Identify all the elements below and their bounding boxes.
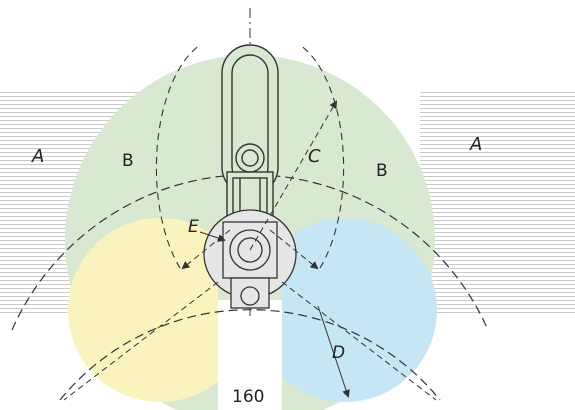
reach-line-e — [199, 231, 226, 242]
excluded-zone — [218, 300, 282, 410]
label-a-right: A — [469, 134, 482, 155]
yellow-zone — [68, 218, 218, 402]
reach-line-c — [249, 100, 338, 251]
reach-line-a-left — [63, 281, 219, 401]
label-b-right: B — [376, 161, 388, 181]
label-d: D — [332, 343, 345, 363]
reach-line-b-right — [269, 229, 319, 270]
label-c: C — [308, 146, 321, 167]
label-e: E — [188, 217, 199, 237]
blue-zone — [282, 218, 437, 402]
label-b-left: B — [122, 151, 134, 171]
label-a-left: A — [31, 146, 44, 167]
stripe-band-right — [420, 92, 575, 314]
reach-line-d — [317, 305, 350, 398]
reach-line-a-right — [281, 281, 437, 401]
bottom-dimension-label: 160 — [232, 387, 264, 407]
